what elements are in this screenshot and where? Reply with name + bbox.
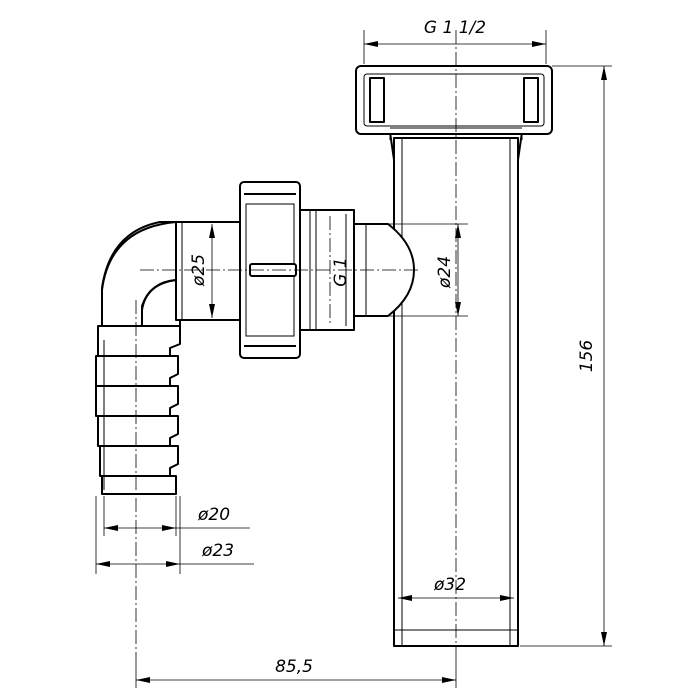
dimension-thread-top: G 1 1/2 bbox=[363, 18, 547, 64]
dimension-dia-20: ø20 bbox=[103, 496, 250, 536]
elbow bbox=[101, 221, 181, 327]
label-dia-20: ø20 bbox=[197, 505, 230, 525]
top-union-nut bbox=[355, 65, 553, 140]
center-lines bbox=[135, 30, 457, 660]
hose-barb bbox=[95, 325, 181, 495]
label-dia-25: ø25 bbox=[189, 254, 209, 287]
dimension-dia-32: ø32 bbox=[398, 575, 514, 601]
label-dia-23: ø23 bbox=[201, 541, 234, 561]
label-offset: 85,5 bbox=[275, 657, 313, 677]
dimension-dia-24: ø24 bbox=[366, 223, 468, 317]
label-height: 156 bbox=[577, 340, 597, 373]
label-thread-g1: G 1 bbox=[331, 257, 351, 286]
label-thread-top: G 1 1/2 bbox=[424, 18, 486, 38]
horizontal-spigot bbox=[175, 221, 241, 321]
dimension-thread-g1: G 1 bbox=[331, 257, 351, 286]
label-dia-32: ø32 bbox=[433, 575, 466, 595]
dimension-dia-23: ø23 bbox=[95, 496, 254, 574]
dimension-offset: 85,5 bbox=[135, 657, 457, 688]
dimension-dia-25: ø25 bbox=[189, 224, 215, 318]
dimension-height: 156 bbox=[520, 65, 612, 647]
label-dia-24: ø24 bbox=[435, 256, 455, 289]
